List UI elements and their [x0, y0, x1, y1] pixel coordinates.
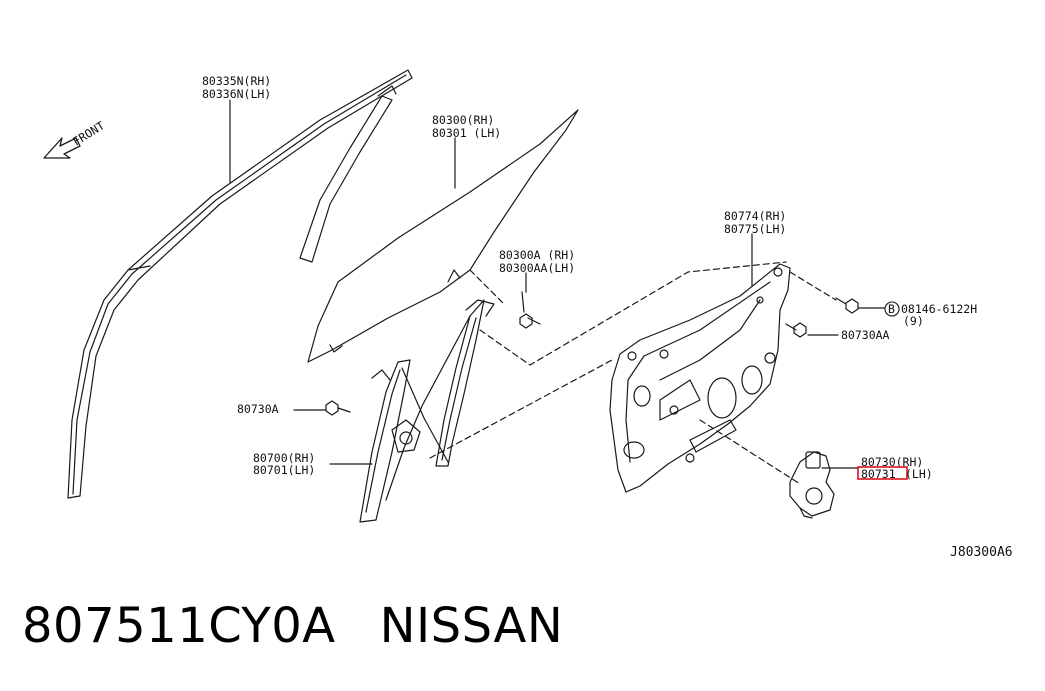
- callout-motor-rh: 80730(RH): [861, 455, 923, 469]
- caption: 807511CY0A NISSAN: [22, 598, 563, 654]
- reference-code: J80300A6: [950, 545, 1013, 560]
- window-motor: [789, 451, 835, 519]
- assembly-guide-lines: [429, 261, 837, 485]
- callout-leaders: [229, 99, 885, 469]
- callout-motor-lh-code: 80731: [861, 467, 896, 481]
- callout-motor-lh-side: (LH): [905, 467, 933, 481]
- front-label: FRONT: [70, 118, 107, 148]
- callout-sash-rh: 80335N(RH): [202, 74, 271, 88]
- door-module-panel: [609, 263, 791, 493]
- callout-glass-bolt-lh: 80300AA(LH): [499, 261, 575, 275]
- callout-sash-lh: 80336N(LH): [202, 87, 271, 101]
- callout-panel-rh: 80774(RH): [724, 209, 786, 223]
- callout-panel-lh: 80775(LH): [724, 222, 786, 236]
- part-number: 807511CY0A: [22, 598, 336, 654]
- bolt-b-badge: B: [884, 301, 900, 317]
- bolt-icons: [325, 291, 859, 416]
- callout-bolt-qty: (9): [903, 314, 924, 328]
- callout-bolt-code: 08146-6122H: [901, 302, 977, 316]
- callout-glass-rh: 80300(RH): [432, 113, 494, 127]
- callout-screw-a: 80730A: [237, 402, 279, 416]
- callout-regulator-rh: 80700(RH): [253, 451, 315, 465]
- callout-regulator-lh: 80701(LH): [253, 463, 315, 477]
- callout-bolt-b: B: [888, 302, 895, 316]
- door-glass: [307, 109, 579, 363]
- window-regulator: [359, 299, 495, 523]
- front-arrow-icon: [43, 137, 81, 159]
- callout-glass-lh: 80301 (LH): [432, 126, 501, 140]
- highlight-box: [857, 466, 908, 480]
- door-sash-channel: [67, 69, 413, 499]
- brand-name: NISSAN: [379, 598, 564, 654]
- callout-screw-aa: 80730AA: [841, 328, 890, 342]
- callout-glass-bolt-rh: 80300A (RH): [499, 248, 575, 262]
